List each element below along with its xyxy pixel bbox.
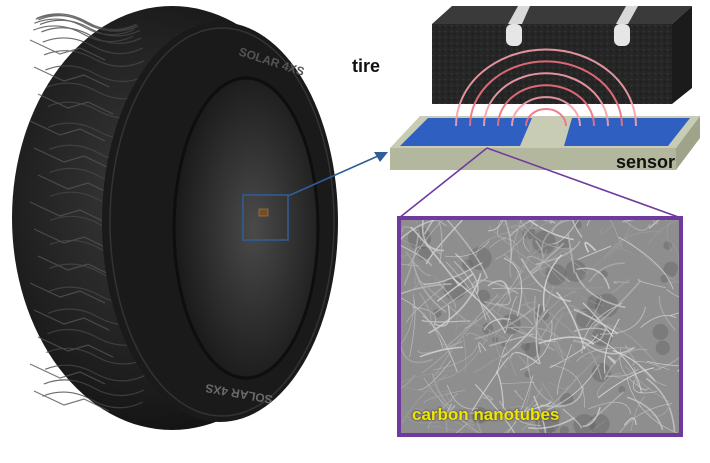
- carbon-nanotubes-label: carbon nanotubes: [412, 405, 560, 424]
- embedded-sensor-chip: [258, 208, 269, 217]
- sensor-label: sensor: [616, 152, 676, 172]
- sem-frame: [397, 216, 683, 437]
- tread-block: [432, 6, 692, 104]
- zoom-lines: [398, 147, 682, 219]
- tire-inner-liner: [174, 78, 318, 378]
- tire-image: SOLAR 4XS SOLAR 4XS: [12, 6, 338, 430]
- electrode-right: [564, 118, 690, 146]
- tire-label: tire: [352, 56, 381, 76]
- electric-field-lines: [455, 48, 637, 127]
- sensor-schematic: [390, 6, 700, 170]
- nanotube-network: [399, 218, 681, 435]
- sensor-callout-box: [242, 194, 289, 241]
- sensor-substrate-front: [390, 148, 676, 170]
- callout-arrow: [287, 152, 388, 197]
- sem-micrograph: [397, 216, 683, 437]
